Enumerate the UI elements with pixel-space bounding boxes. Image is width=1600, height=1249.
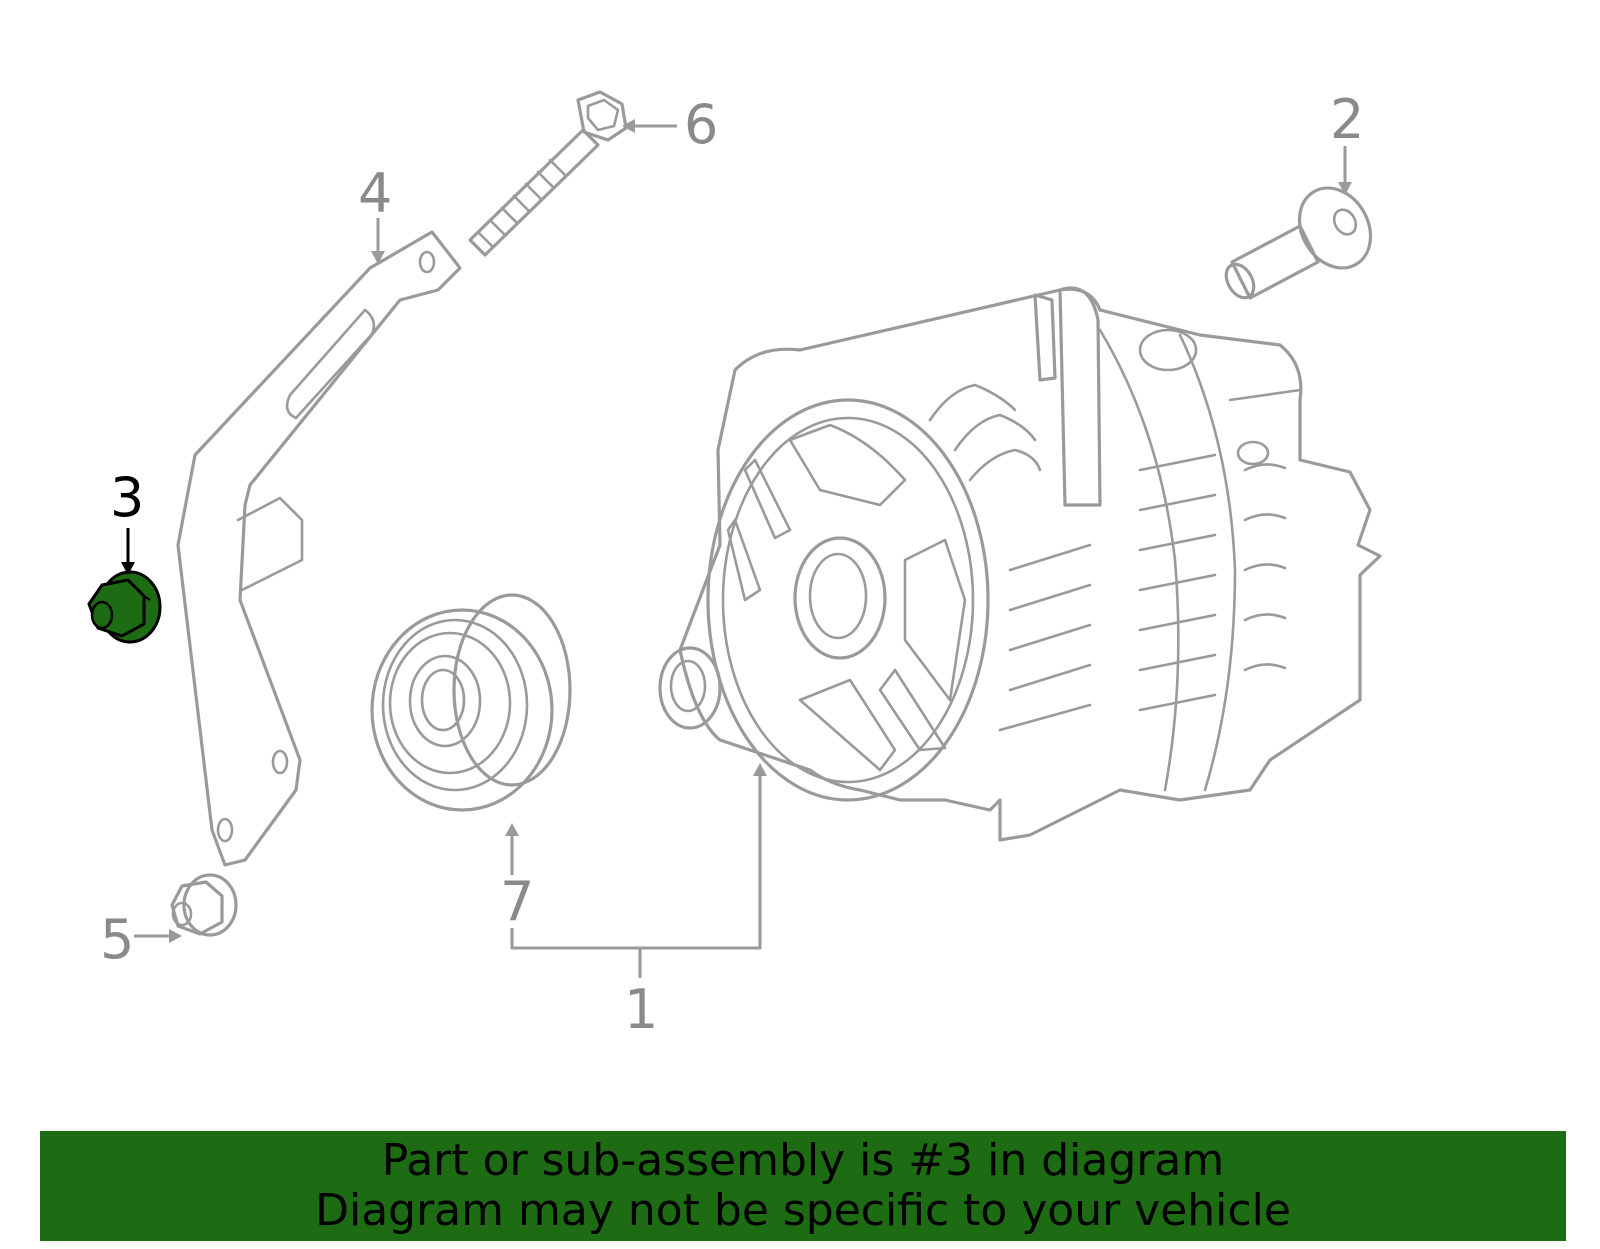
part-3-nut-highlighted[interactable]: [87, 570, 162, 644]
callout-3: 3: [110, 466, 144, 529]
part-5-nut[interactable]: [170, 873, 238, 937]
part-1-alternator[interactable]: [658, 286, 1382, 842]
callout-1: 1: [624, 978, 658, 1041]
part-info-banner: Part or sub-assembly is #3 in diagram Di…: [40, 1131, 1566, 1241]
banner-line-part: Part or sub-assembly is #3 in diagram: [381, 1135, 1225, 1186]
part-2-bolt[interactable]: [1221, 175, 1385, 302]
part-7-pulley[interactable]: [370, 593, 572, 812]
callout-7: 7: [500, 870, 534, 933]
banner-line-disclaimer: Diagram may not be specific to your vehi…: [315, 1185, 1291, 1236]
leader-lines: [121, 119, 1352, 978]
callout-5: 5: [100, 908, 134, 971]
callout-6: 6: [684, 93, 718, 156]
part-6-bolt[interactable]: [468, 90, 628, 257]
callout-2: 2: [1330, 88, 1364, 151]
part-4-bracket[interactable]: [176, 230, 462, 867]
callout-4: 4: [358, 162, 392, 225]
